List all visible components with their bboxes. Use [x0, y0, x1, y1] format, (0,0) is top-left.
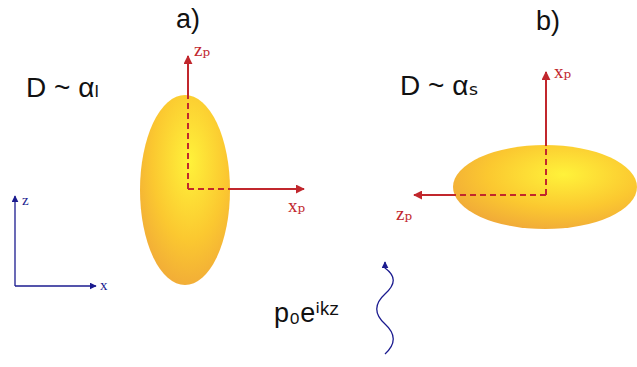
- axis-label: xₚ: [554, 62, 571, 81]
- axis-label: z: [22, 193, 29, 208]
- lab-axes: [15, 196, 96, 286]
- wave-expression: p₀eⁱᵏᶻ: [274, 300, 339, 327]
- dipole-relation: D ~ αₗ: [26, 74, 99, 102]
- oblate-ellipsoid: [453, 145, 637, 229]
- axis-label: zₚ: [194, 40, 210, 59]
- panel-letter: b): [536, 8, 560, 35]
- dipole-relation: D ~ αₛ: [400, 72, 479, 100]
- axis-label: zₚ: [396, 204, 412, 223]
- particle-axes-a: [188, 56, 304, 189]
- panel-letter: a): [176, 6, 200, 33]
- incident-wave: [377, 262, 394, 354]
- prolate-ellipsoid: [140, 95, 230, 285]
- axis-label: x: [100, 278, 108, 293]
- axis-label: xₚ: [288, 196, 305, 215]
